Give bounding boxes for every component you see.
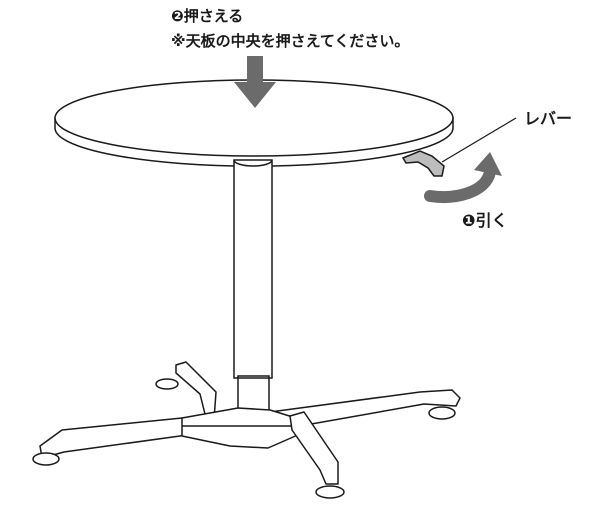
lever-handle xyxy=(401,150,445,177)
foot-back-left xyxy=(155,378,179,390)
curved-arrow-icon xyxy=(424,152,502,203)
foot-back-right xyxy=(428,406,456,420)
table-column xyxy=(233,159,273,417)
base-hub xyxy=(181,407,301,449)
base-arm-back-left xyxy=(175,361,217,421)
foot-front-right xyxy=(315,485,345,499)
label-step2-note: ※天板の中央を押さえてください。 xyxy=(171,32,409,50)
lever-leader-line xyxy=(441,117,517,163)
table-base xyxy=(32,361,461,499)
column-upper xyxy=(233,159,273,379)
label-lever: レバー xyxy=(524,109,572,128)
foot-front-left xyxy=(32,452,60,466)
down-arrow-icon xyxy=(234,56,276,108)
label-step2: ❷押さえる xyxy=(171,7,243,25)
lever xyxy=(401,150,445,177)
base-arm-front-right xyxy=(289,411,339,485)
label-step1: ❶引く xyxy=(462,211,508,230)
